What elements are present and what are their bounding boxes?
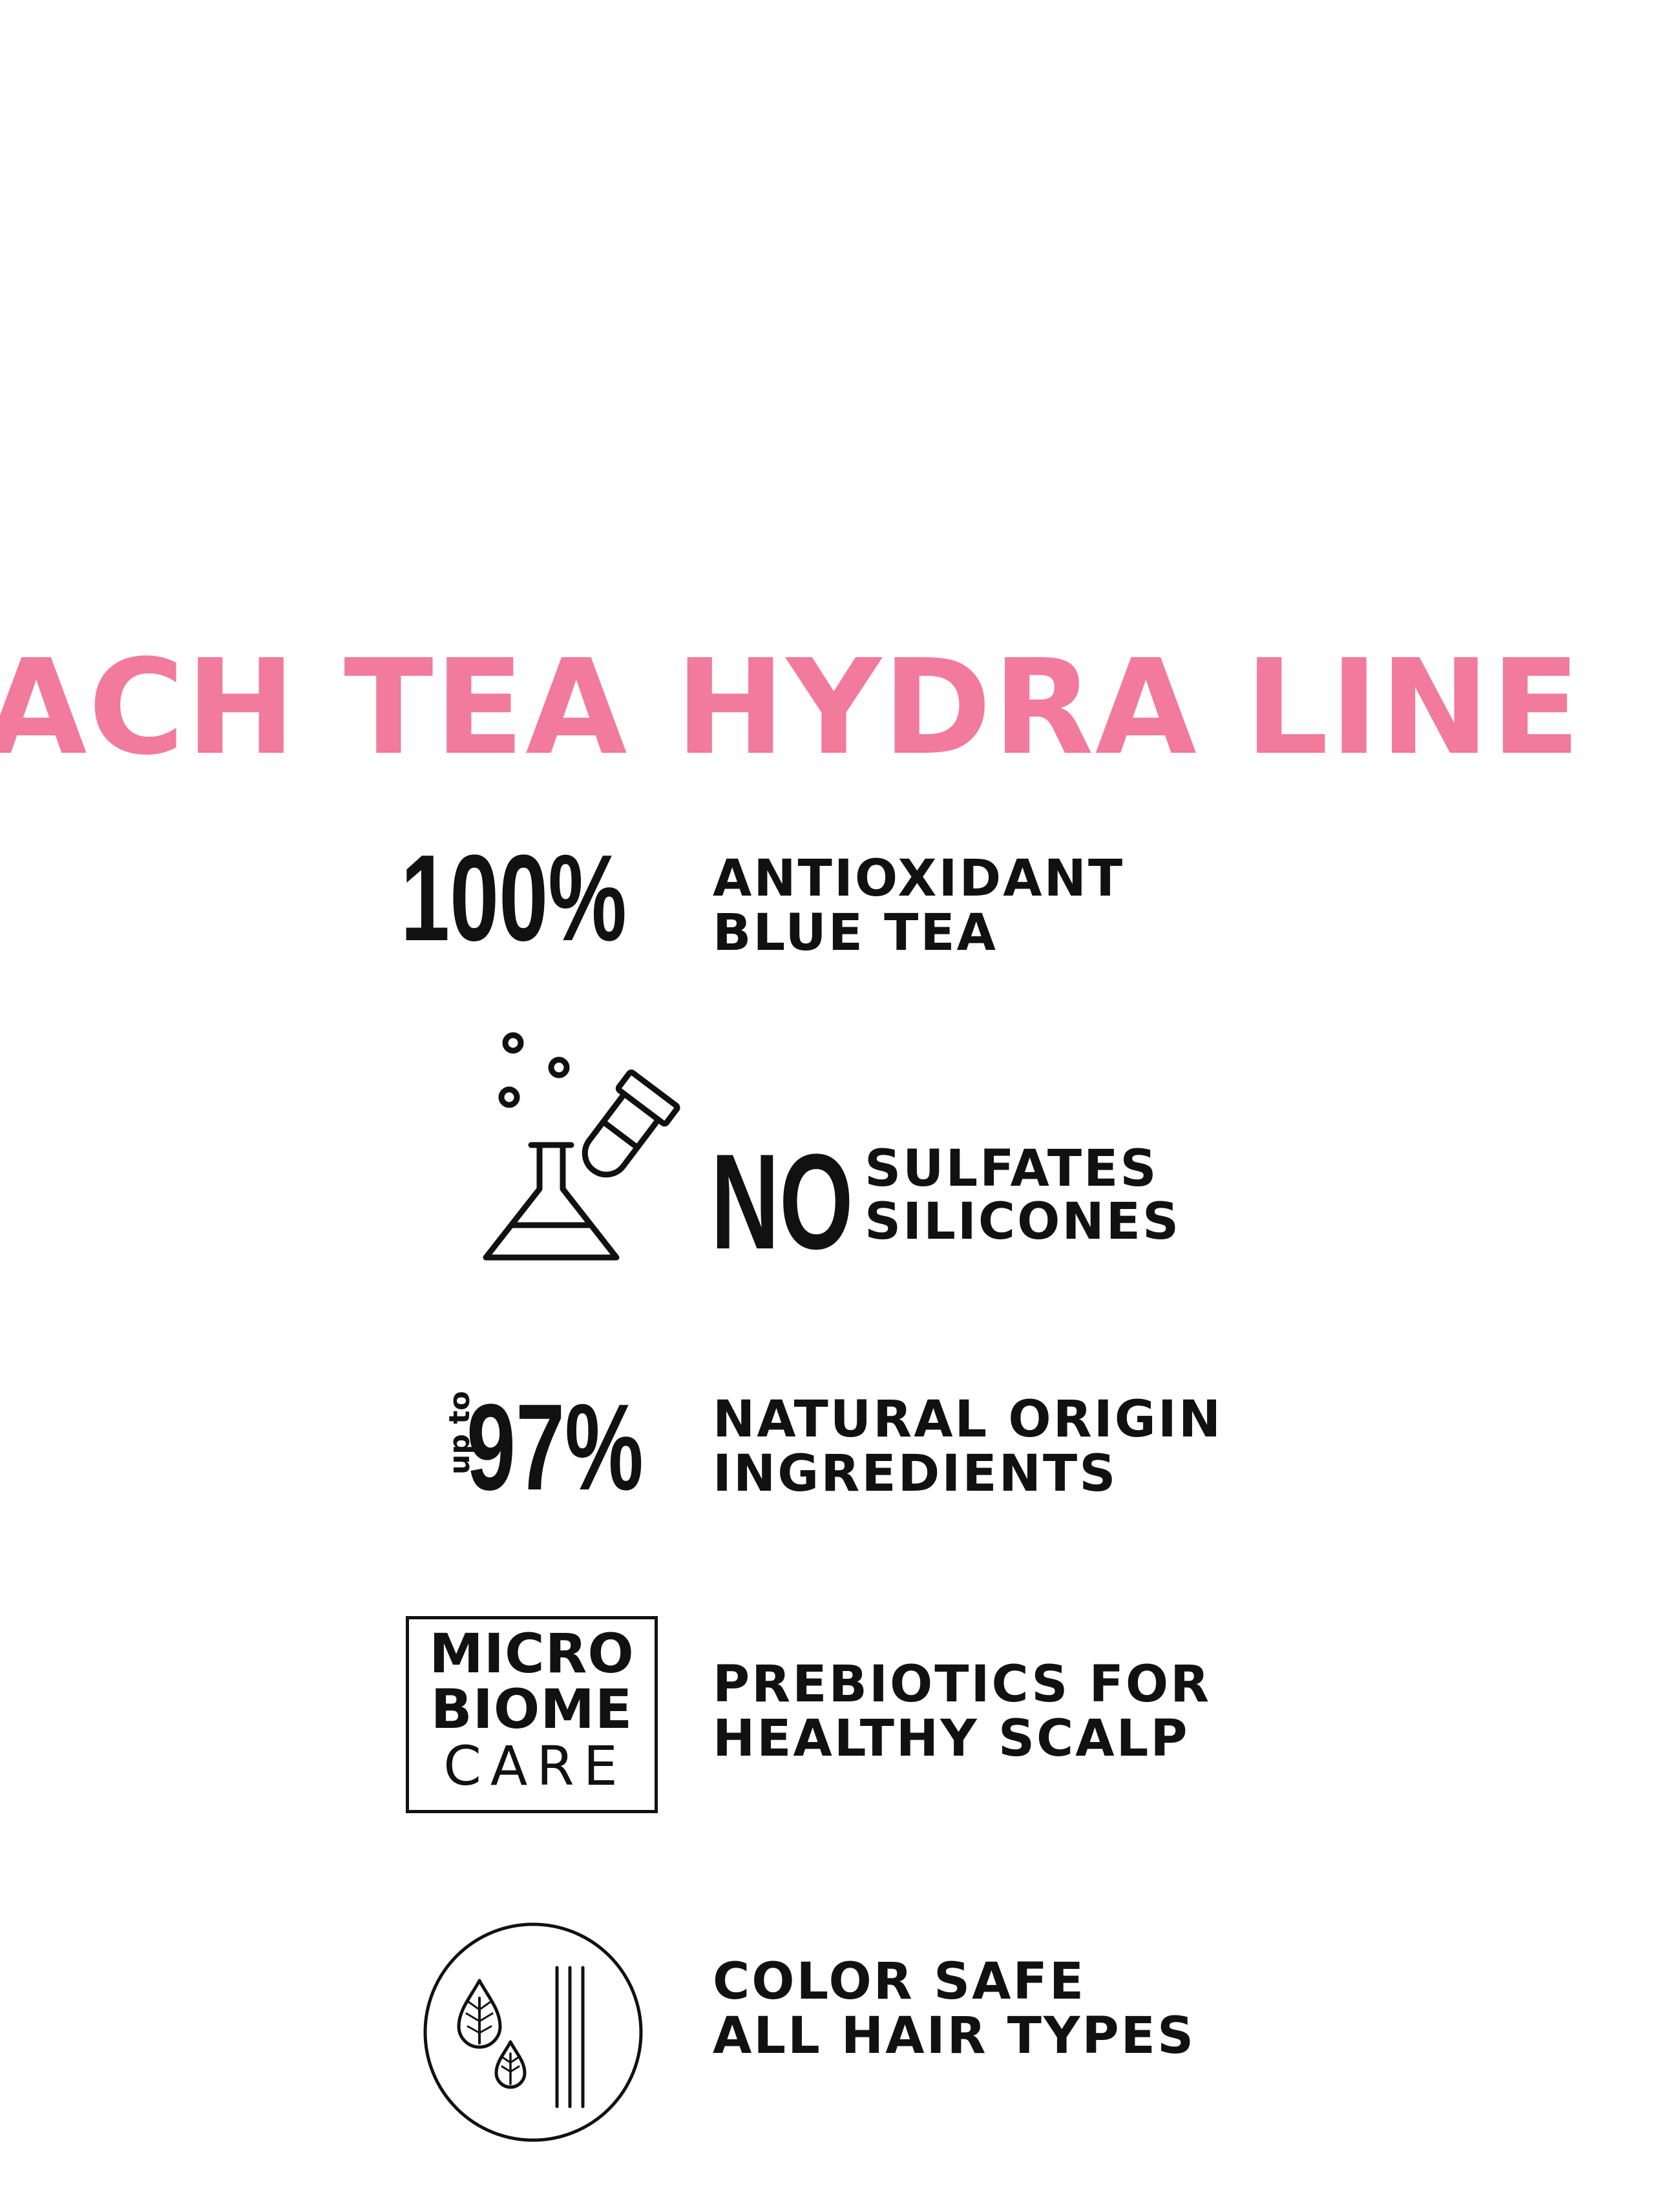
feature-line: SILICONES	[865, 1193, 1181, 1251]
feature-line: BLUE TEA	[713, 904, 998, 962]
feature-line: INGREDIENTS	[713, 1445, 1118, 1503]
headline-container: PEACH TEA HYDRA LINE	[0, 636, 1680, 779]
microbiome-care-badge: MICRO BIOME CARE	[406, 1616, 658, 1813]
chemistry-flask-test-tube-icon	[483, 1032, 680, 1261]
feature-color-safe-text: COLOR SAFE ALL HAIR TYPES	[713, 1955, 1195, 2063]
percent-100-badge: 100%	[401, 830, 627, 967]
badge-line: CARE	[443, 1734, 627, 1798]
feature-line: COLOR SAFE	[713, 1953, 1086, 2011]
feature-line: PREBIOTICS FOR	[713, 1656, 1212, 1714]
badge-line: MICRO	[429, 1622, 635, 1685]
badge-line: BIOME	[430, 1677, 633, 1741]
feature-line: HEALTHY SCALP	[713, 1710, 1190, 1768]
no-badge: NO	[711, 1126, 854, 1277]
feature-line: ALL HAIR TYPES	[713, 2007, 1196, 2065]
feature-prebiotics-text: PREBIOTICS FOR HEALTHY SCALP	[713, 1657, 1211, 1766]
color-drops-hair-strands-icon	[423, 1922, 643, 2142]
page-title: PEACH TEA HYDRA LINE	[0, 636, 1582, 779]
feature-free-from-text: SULFATES SILICONES	[865, 1142, 1181, 1248]
percent-97-badge: 97%	[467, 1379, 644, 1516]
feature-line: ANTIOXIDANT	[713, 850, 1125, 908]
feature-antioxidant-text: ANTIOXIDANT BLUE TEA	[713, 852, 1124, 960]
feature-natural-origin-text: NATURAL ORIGIN INGREDIENTS	[713, 1393, 1223, 1501]
feature-line: SULFATES	[865, 1140, 1159, 1198]
feature-line: NATURAL ORIGIN	[713, 1391, 1223, 1449]
